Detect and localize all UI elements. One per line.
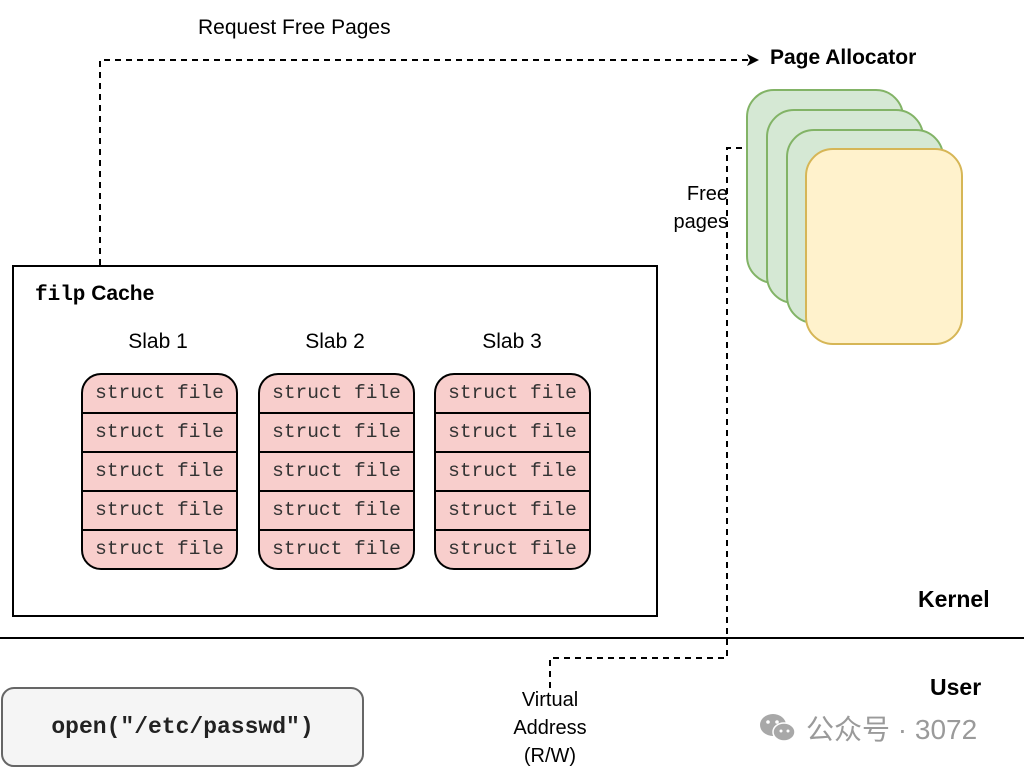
slab-object: struct file xyxy=(260,414,413,453)
slab-object: struct file xyxy=(448,538,577,560)
slab-object: struct file xyxy=(83,492,236,531)
virtual-address-label: Virtual Address (R/W) xyxy=(495,686,605,770)
slab-2: struct file struct file struct file stru… xyxy=(258,373,415,570)
syscall-box: open("/etc/passwd") xyxy=(1,687,364,767)
free-pages-line1: Free xyxy=(686,183,728,205)
slab-object: struct file xyxy=(260,492,413,531)
watermark: 公众号 · 3072 xyxy=(758,708,977,748)
slab-object: struct file xyxy=(95,538,224,560)
cache-title-text: Cache xyxy=(91,282,155,305)
slab-object: struct file xyxy=(436,492,589,531)
request-free-pages-label: Request Free Pages xyxy=(198,16,391,39)
syscall-text: open("/etc/passwd") xyxy=(51,714,314,740)
watermark-text: 公众号 · 3072 xyxy=(806,714,978,745)
slab-object: struct file xyxy=(83,414,236,453)
free-pages-label: Free pages xyxy=(672,180,729,236)
virtual-address-line1: Virtual xyxy=(521,689,579,711)
filp-cache-box xyxy=(12,265,658,617)
virtual-address-line2: Address xyxy=(513,717,587,739)
slab-1: struct file struct file struct file stru… xyxy=(81,373,238,570)
slab-object: struct file xyxy=(436,414,589,453)
slab-object: struct file xyxy=(260,375,413,414)
slab-3: struct file struct file struct file stru… xyxy=(434,373,591,570)
free-pages-line2: pages xyxy=(673,211,729,233)
user-label: User xyxy=(930,674,982,700)
slab-object: struct file xyxy=(436,453,589,492)
cache-title-mono: filp xyxy=(35,284,86,307)
slab-object: struct file xyxy=(436,375,589,414)
slab-object: struct file xyxy=(83,375,236,414)
slab-label: Slab 3 xyxy=(482,330,542,353)
kernel-label: Kernel xyxy=(918,586,990,612)
cache-title: filp Cache xyxy=(35,282,154,307)
slab-object: struct file xyxy=(272,538,401,560)
slab-object: struct file xyxy=(83,453,236,492)
slab-label: Slab 1 xyxy=(128,330,188,353)
kernel-user-divider xyxy=(0,637,1024,639)
page-allocator-title: Page Allocator xyxy=(770,46,917,69)
request-pages-arrow xyxy=(99,54,759,265)
wechat-icon xyxy=(760,714,796,742)
virtual-address-line3: (R/W) xyxy=(523,745,577,767)
slab-object: struct file xyxy=(260,453,413,492)
page-card-front xyxy=(805,148,963,345)
slab-label: Slab 2 xyxy=(305,330,365,353)
